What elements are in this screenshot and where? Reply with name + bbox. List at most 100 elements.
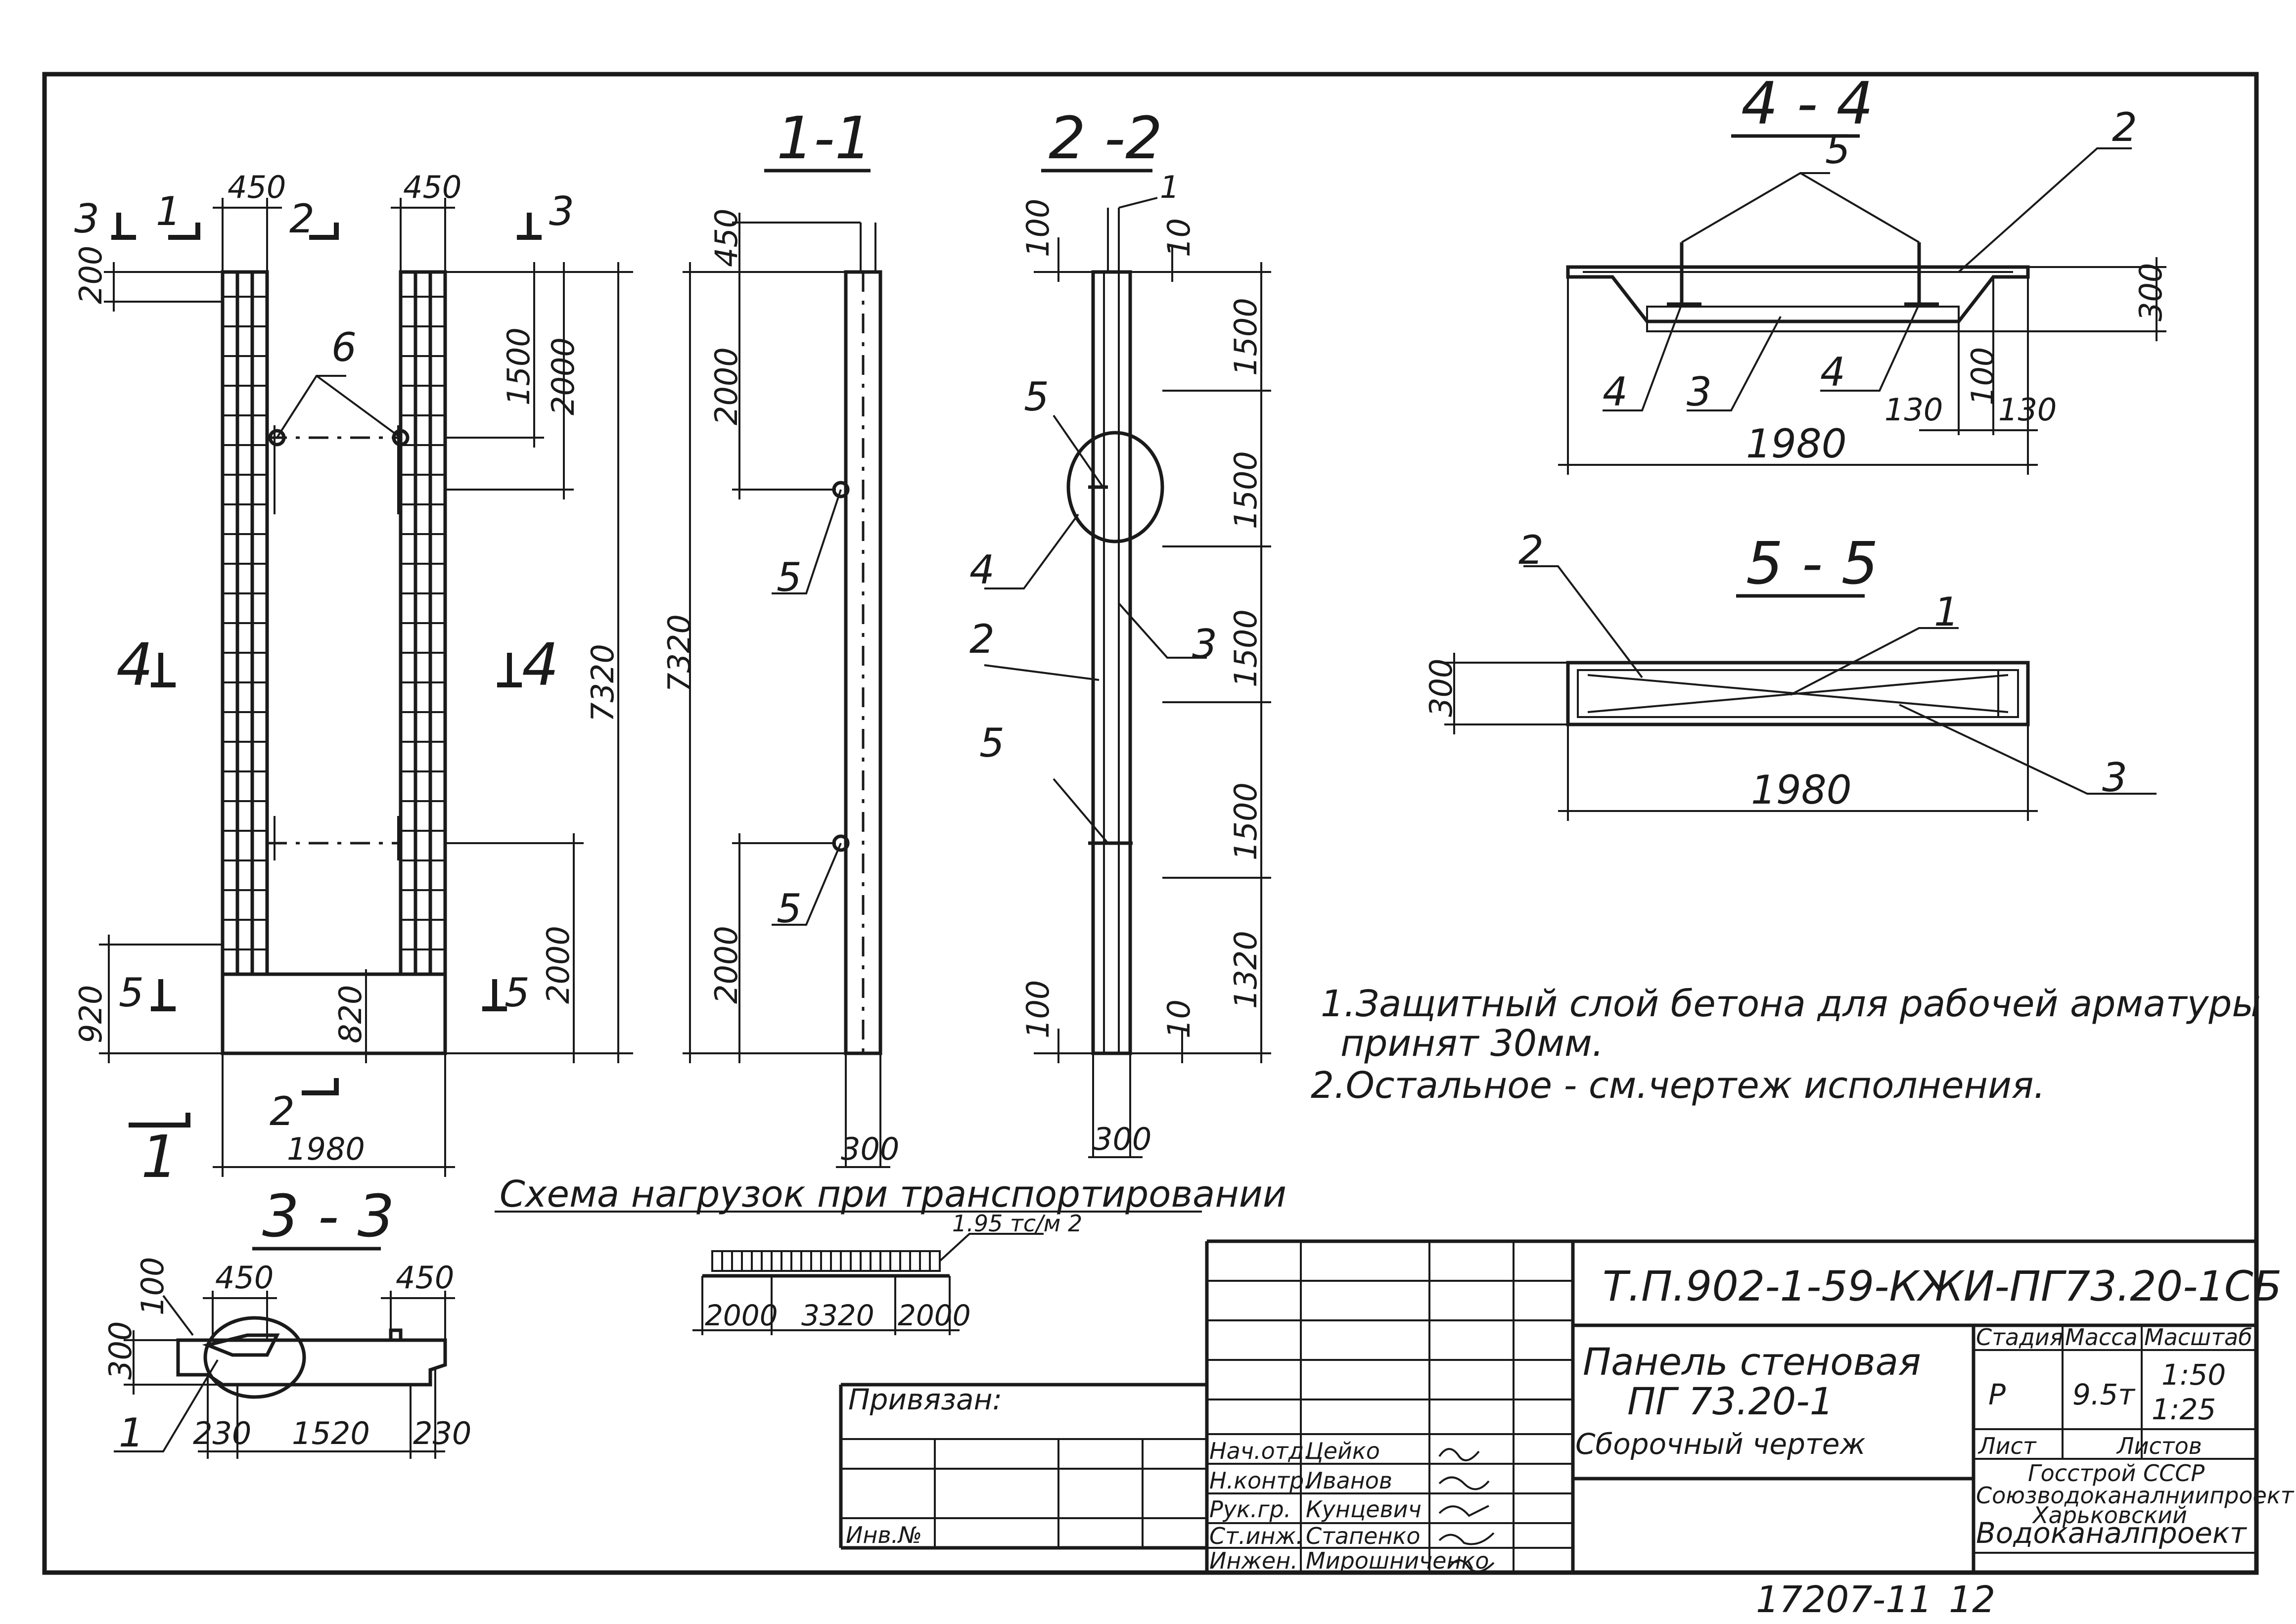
s2-callout-5-bottom: 5: [979, 720, 1005, 766]
org-line1: Госстрой СССР: [2028, 1460, 2204, 1487]
name-2: Кунцевич: [1306, 1496, 1422, 1523]
name-1: Иванов: [1306, 1467, 1392, 1494]
elev-dim-1500: 1500: [501, 327, 537, 406]
s1-callout-5-bottom: 5: [777, 886, 802, 932]
marker-3-right: 3: [549, 188, 574, 234]
load-value: 1.95 тс/м 2: [952, 1210, 1082, 1237]
inv-label: Инв.№: [846, 1522, 922, 1548]
elev-dim-450-right: 450: [403, 169, 461, 205]
s5-callout-3: 3: [2102, 755, 2127, 801]
s2-callout-2: 2: [969, 616, 995, 662]
s3-dim-450-left: 450: [215, 1260, 274, 1296]
role-3: Ст.инж.: [1209, 1523, 1303, 1549]
role-0: Нач.отд.: [1209, 1438, 1311, 1464]
archive-number: 17207-11: [1756, 1579, 1932, 1621]
load-scheme-title: Схема нагрузок при транспортировании: [500, 1173, 1286, 1216]
s5-callout-2: 2: [1518, 527, 1544, 573]
s2-dim-1320: 1320: [1228, 931, 1264, 1009]
scale-value-1: 1:50: [2161, 1358, 2226, 1392]
s4-callout-5: 5: [1825, 127, 1850, 173]
s1-dim-7320: 7320: [661, 614, 697, 692]
panel-elevation: 6 450 450 200 920 1500 2000 7320 820 200…: [73, 169, 633, 1191]
marker-1-top: 1: [156, 188, 181, 234]
marker-5-right: 5: [505, 970, 530, 1016]
elev-dim-820: 820: [332, 985, 368, 1043]
section-2-2-title: 2 -2: [1049, 104, 1162, 172]
s2-callout-4: 4: [969, 547, 995, 593]
sheet-number: 12: [1949, 1579, 1995, 1621]
drawing-name-line3: Сборочный чертеж: [1575, 1427, 1866, 1461]
note-1-line2: принят 30мм.: [1340, 1022, 1604, 1065]
scale-value-2: 1:25: [2152, 1393, 2216, 1426]
s4-dim-130-left: 130: [1884, 392, 1943, 428]
s1-dim-2000-top: 2000: [708, 347, 744, 425]
s3-dim-300: 300: [102, 1321, 138, 1380]
elev-dim-920: 920: [73, 985, 109, 1043]
s5-callout-1: 1: [1934, 589, 1959, 635]
s2-dim-100-top: 100: [1020, 199, 1056, 257]
section-1-1-title: 1-1: [777, 104, 872, 172]
s3-dim-450-right: 450: [396, 1260, 454, 1296]
marker-2-top: 2: [289, 196, 315, 242]
s2-callout-5-top: 5: [1024, 374, 1049, 420]
drawing-code: Т.П.902-1-59-КЖИ-ПГ73.20-1СБ: [1603, 1262, 2282, 1310]
elev-dim-450-left: 450: [228, 169, 286, 205]
load-dim-2000-left: 2000: [705, 1299, 778, 1332]
s2-callout-3: 3: [1192, 621, 1217, 667]
s4-dim-300: 300: [2133, 263, 2169, 321]
elev-dim-2000-top: 2000: [545, 337, 581, 415]
notes: 1.Защитный слой бетона для рабочей армат…: [1311, 983, 2261, 1107]
s3-dim-100: 100: [135, 1257, 171, 1315]
privyazan-label: Привязан:: [848, 1383, 1002, 1416]
role-2: Рук.гр.: [1209, 1496, 1291, 1523]
stage-value: Р: [1988, 1378, 2006, 1411]
s1-callout-5-top: 5: [777, 554, 802, 600]
s1-dim-2000-bottom: 2000: [708, 926, 744, 1004]
s4-dim-100: 100: [1965, 347, 2001, 406]
marker-1-bottom: 1: [141, 1123, 178, 1191]
marker-3-left: 3: [74, 196, 99, 242]
section-5-5-title: 5 - 5: [1746, 529, 1879, 597]
s2-dim-1500-2: 1500: [1228, 451, 1264, 529]
s4-callout-2: 2: [2112, 104, 2137, 150]
marker-2-bottom: 2: [270, 1088, 295, 1134]
org-line2: Союзводоканалниипроект: [1976, 1482, 2295, 1509]
s4-dim-1980: 1980: [1746, 421, 1847, 467]
scale-label: Масштаб: [2144, 1324, 2252, 1351]
drawing-name-line2: ПГ 73.20-1: [1627, 1379, 1834, 1423]
org-line4: Водоканалпроект: [1976, 1516, 2248, 1550]
signatures: [1438, 1448, 1495, 1573]
name-0: Цейко: [1306, 1438, 1380, 1464]
section-3-3: 3 - 3 450 450 100 300 230 1520 230 1: [102, 1182, 471, 1459]
s2-dim-1500-3: 1500: [1228, 609, 1264, 687]
org-line3: Харьковский: [2032, 1502, 2187, 1529]
load-dim-2000-right: 2000: [898, 1299, 971, 1332]
section-3-3-title: 3 - 3: [262, 1182, 395, 1250]
section-2-2: 2 -2 1500 1500 1500 1500 1320 1 100 10 1…: [969, 104, 1271, 1158]
section-4-4: 4 - 4 5 2 4 3 4 300 100 130 130 1980: [1558, 69, 2169, 475]
s1-dim-450: 450: [708, 209, 744, 267]
elev-dim-7320: 7320: [585, 644, 621, 722]
elev-dim-1980: 1980: [287, 1131, 365, 1167]
load-dim-3320: 3320: [801, 1299, 874, 1332]
load-scheme: Схема нагрузок при транспортировании 1.9…: [495, 1173, 1286, 1335]
title-block: Привязан: Инв.№ Нач.отд. Н.контр. Рук.гр…: [839, 1239, 2295, 1574]
role-4: Инжен.: [1209, 1547, 1298, 1574]
elev-dim-2000-bottom: 2000: [540, 926, 576, 1004]
s5-dim-300: 300: [1423, 659, 1459, 717]
sheets-label: Листов: [2116, 1433, 2202, 1459]
section-4-4-title: 4 - 4: [1741, 69, 1874, 137]
marker-4-left: 4: [116, 631, 153, 699]
s4-callout-3: 3: [1687, 369, 1712, 415]
s1-dim-300: 300: [841, 1131, 899, 1167]
s3-dim-1520: 1520: [292, 1415, 370, 1451]
drawing-name-line1: Панель стеновая: [1583, 1340, 1921, 1384]
sheet-label: Лист: [1977, 1433, 2037, 1459]
s3-callout-1: 1: [119, 1410, 144, 1456]
mass-label: Масса: [2065, 1324, 2138, 1351]
section-5-5: 5 - 5 2 1 3 300 1980: [1423, 527, 2157, 821]
s3-dim-230-left: 230: [193, 1415, 251, 1451]
s2-dim-1: 1: [1160, 169, 1179, 205]
s3-dim-230-right: 230: [413, 1415, 471, 1451]
